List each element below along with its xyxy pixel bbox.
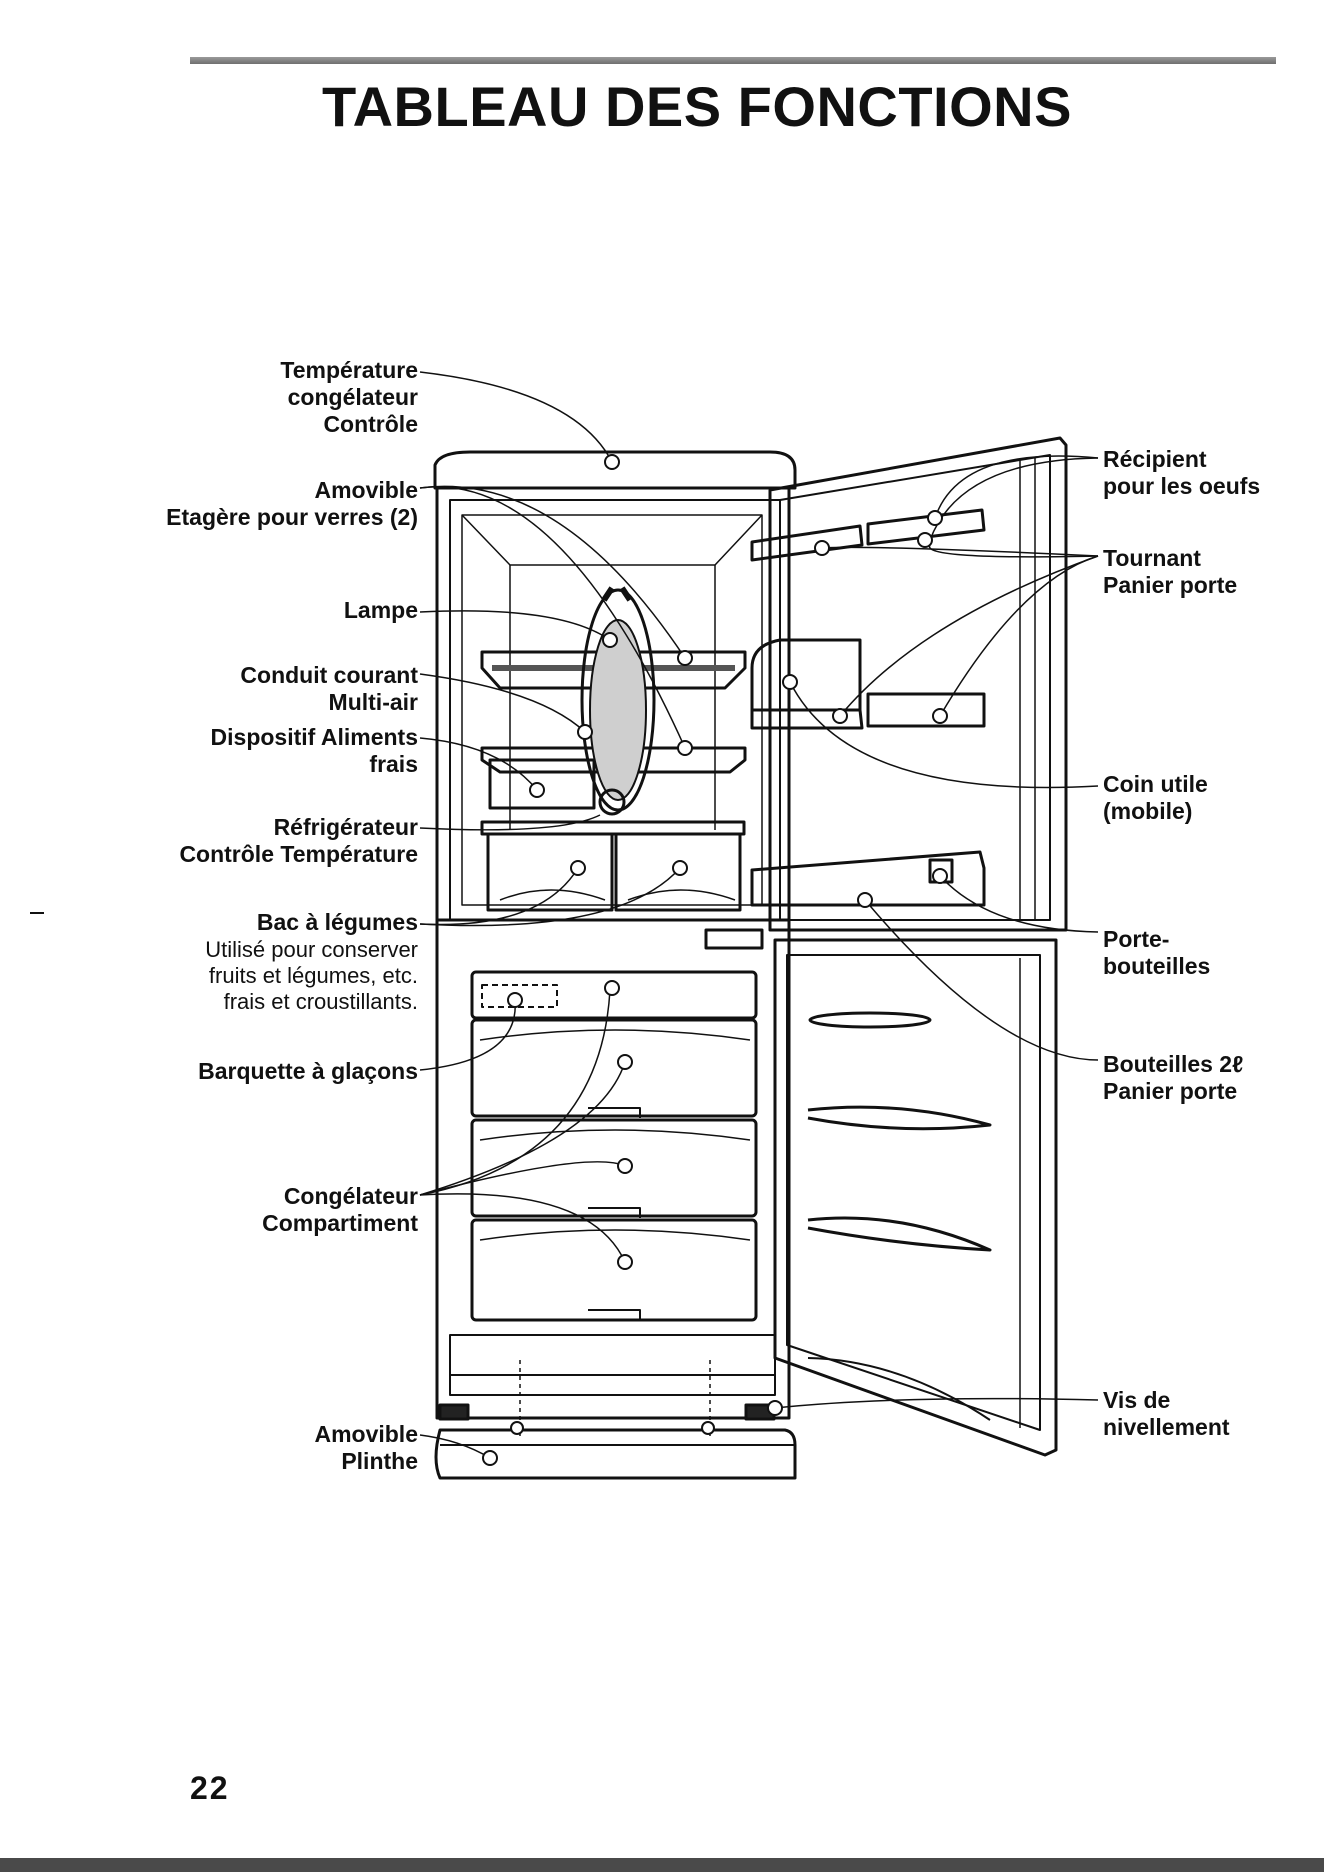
- label-freezer-compartment: Congélateur Compartiment: [262, 1183, 418, 1236]
- ice-tray-drawer: [470, 970, 758, 1020]
- egg-tray-left: [750, 524, 864, 562]
- label-bottle-basket: Bouteilles 2ℓ Panier porte: [1103, 1051, 1244, 1104]
- label-bottle-holder: Porte- bouteilles: [1103, 926, 1211, 979]
- freezer-control-panel: [704, 928, 764, 950]
- lamp-cover: [580, 588, 656, 812]
- crisper-left: [486, 832, 614, 912]
- crisper-cover: [480, 820, 746, 836]
- freezer-drawer-1: [470, 1018, 758, 1118]
- label-lamp: Lampe: [343, 597, 418, 623]
- label-vegetable-bin: Bac à légumes: [256, 909, 418, 935]
- utility-corner: [750, 638, 862, 712]
- page-title: TABLEAU DES FONCTIONS: [322, 75, 1072, 138]
- glass-shelf-lower: [480, 746, 747, 774]
- label-fridge-temp-control: Réfrigérateur Contrôle Température: [179, 814, 418, 867]
- label-glass-shelf: Amovible Etagère pour verres (2): [166, 477, 418, 530]
- plinth: [434, 1428, 797, 1480]
- door-basket-mid-right: [866, 692, 986, 728]
- label-ice-tray: Barquette à glaçons: [198, 1058, 418, 1084]
- top-cap: [433, 450, 797, 490]
- page-number: 22: [190, 1770, 230, 1806]
- cabinet-outline: [435, 486, 791, 1420]
- bottom-rule: [0, 1858, 1324, 1872]
- freezer-drawer-3: [470, 1218, 758, 1322]
- label-fresh-food: Dispositif Aliments frais: [210, 724, 418, 777]
- label-leveling-screw: Vis de nivellement: [1103, 1387, 1230, 1440]
- glass-shelf-upper: [480, 650, 747, 690]
- freezer-drawer-2: [470, 1118, 758, 1218]
- margin-dash: [30, 912, 44, 914]
- label-rotating-basket: Tournant Panier porte: [1103, 545, 1238, 598]
- label-multi-air: Conduit courant Multi-air: [240, 662, 418, 715]
- door-basket-mid-left: [750, 708, 864, 730]
- top-rule: [190, 57, 1276, 64]
- label-freezer-temp-control: Température congélateur Contrôle: [280, 357, 418, 437]
- label-vegetable-bin-description: Utilisé pour conserver fruits et légumes…: [205, 937, 418, 1014]
- freezer-door: [773, 938, 1058, 1457]
- label-plinth: Amovible Plinthe: [314, 1421, 418, 1474]
- crisper-right: [614, 832, 742, 912]
- label-utility-corner: Coin utile (mobile): [1103, 771, 1208, 824]
- fridge-dial: [598, 788, 626, 816]
- door-basket-low: [750, 850, 986, 907]
- label-egg-container: Récipient pour les oeufs: [1103, 446, 1261, 499]
- fresh-food-box: [488, 758, 596, 810]
- fridge-door: [768, 436, 1068, 932]
